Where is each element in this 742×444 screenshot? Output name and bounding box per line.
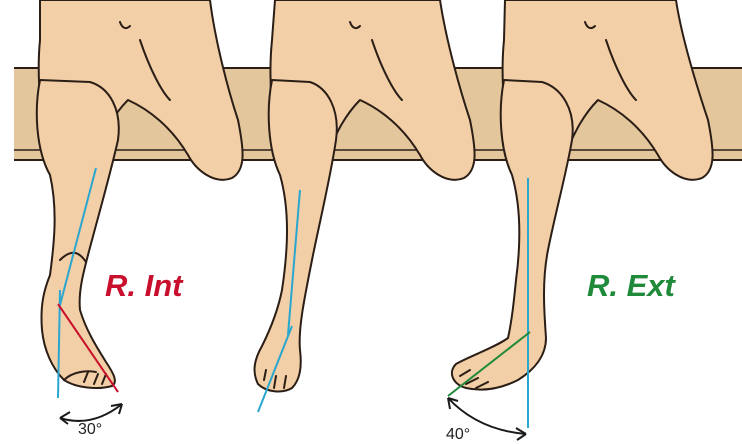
internal-rotation-label: R. Int xyxy=(105,268,183,304)
internal-angle-label: 30° xyxy=(78,421,102,439)
patient-external-rotation xyxy=(452,0,713,390)
external-rotation-label: R. Ext xyxy=(587,268,675,304)
patient-internal-rotation xyxy=(37,0,243,388)
external-angle-label: 40° xyxy=(446,426,470,444)
